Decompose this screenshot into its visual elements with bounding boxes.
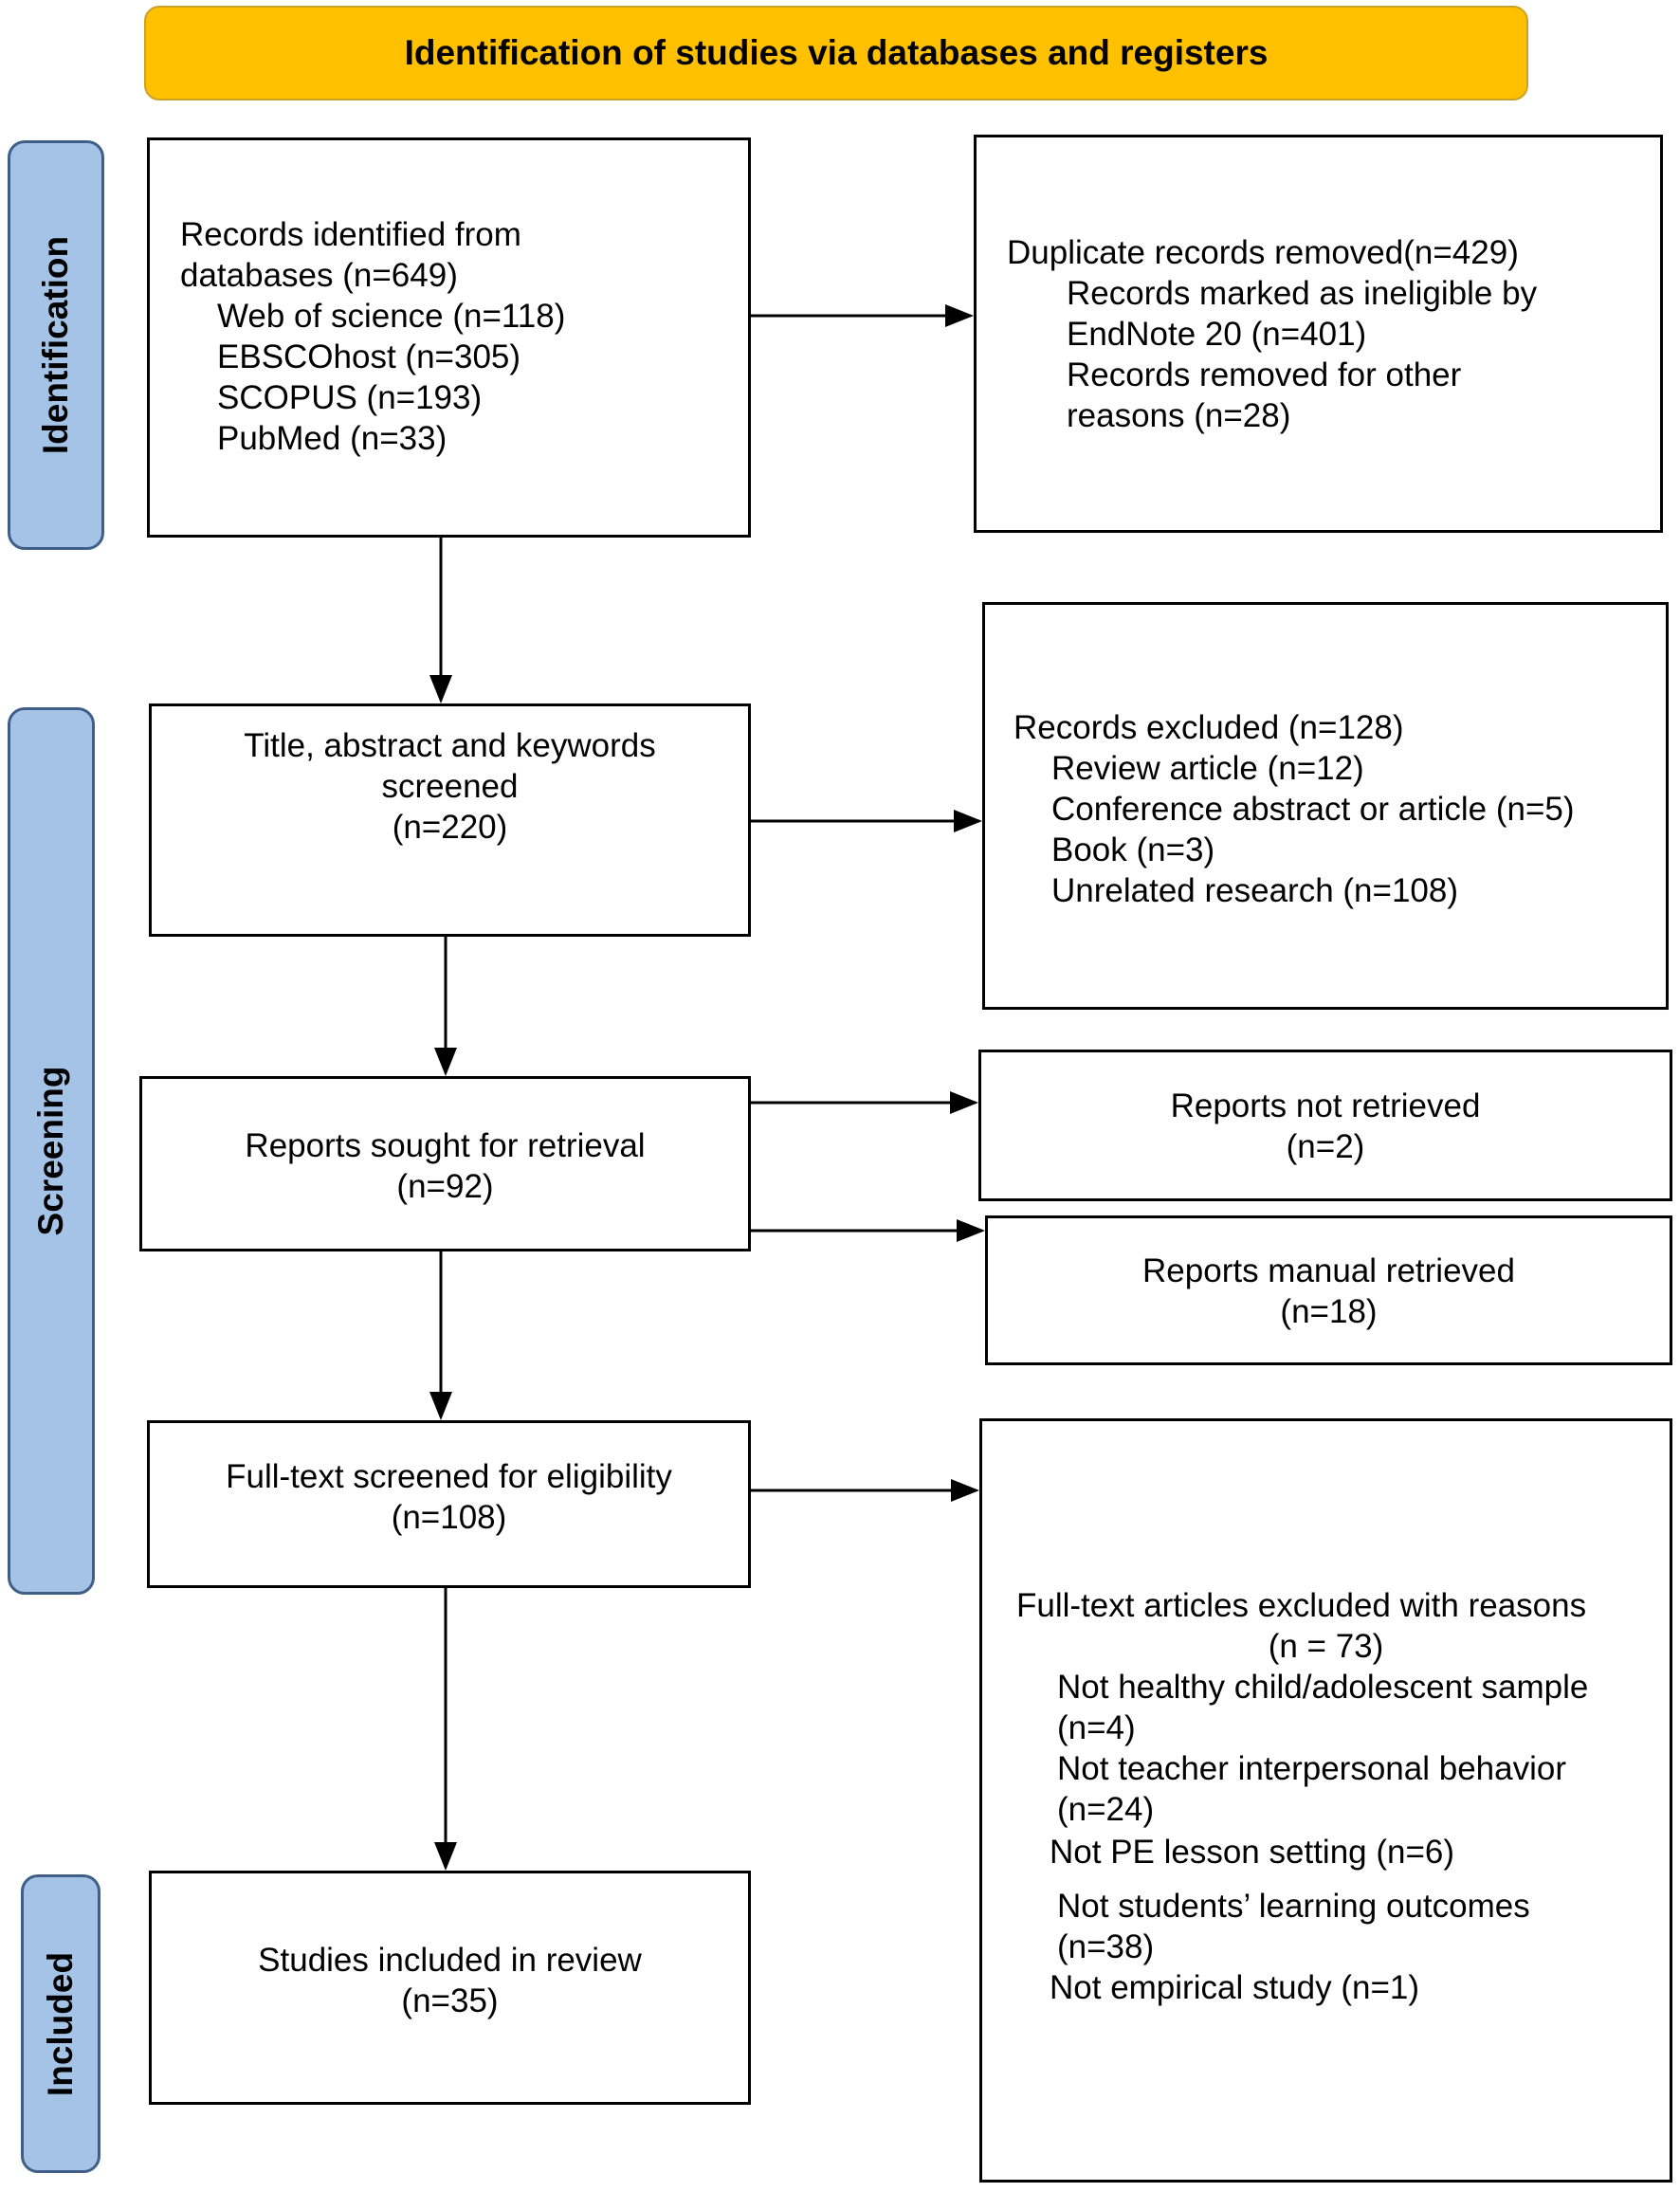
screened-count: (n=220) (392, 809, 508, 846)
fulltext-excluded-title: Full-text articles excluded with reasons (1016, 1587, 1587, 1624)
records-excluded-box: Records excluded (n=128) Review article … (982, 602, 1669, 1010)
records-excluded-item: Conference abstract or article (n=5) (1051, 791, 1575, 828)
records-identified-source: SCOPUS (n=193) (217, 379, 483, 416)
duplicates-removed-item: reasons (n=28) (1067, 397, 1291, 434)
studies-included-title: Studies included in review (258, 1942, 642, 1979)
reports-manual-retrieved-count: (n=18) (1280, 1293, 1378, 1330)
screened-box: Title, abstract and keywords screened (n… (149, 703, 751, 937)
fulltext-excluded-reason-count: (n=4) (1057, 1709, 1136, 1746)
studies-included-count: (n=35) (401, 1982, 499, 2019)
duplicates-removed-item: Records removed for other (1067, 356, 1462, 393)
identification-banner: Identification of studies via databases … (144, 6, 1528, 100)
fulltext-excluded-box: Full-text articles excluded with reasons… (979, 1418, 1672, 2183)
duplicates-removed-title: Duplicate records removed(n=429) (1007, 234, 1519, 271)
fulltext-excluded-reason: Not empirical study (n=1) (1050, 1969, 1420, 2006)
records-excluded-item: Book (n=3) (1051, 831, 1215, 868)
phase-included-label: Included (21, 1874, 100, 2173)
phase-identification-label: Identification (8, 140, 104, 550)
duplicates-removed-box: Duplicate records removed(n=429) Records… (974, 135, 1663, 533)
fulltext-excluded-reason: Not PE lesson setting (n=6) (1050, 1834, 1455, 1871)
reports-sought-count: (n=92) (396, 1168, 494, 1205)
reports-not-retrieved-count: (n=2) (1286, 1128, 1365, 1165)
fulltext-screened-title: Full-text screened for eligibility (226, 1458, 672, 1495)
reports-manual-retrieved-box: Reports manual retrieved (n=18) (985, 1215, 1672, 1365)
records-identified-source: PubMed (n=33) (217, 420, 447, 457)
duplicates-removed-item: Records marked as ineligible by (1067, 275, 1538, 312)
records-identified-source: EBSCOhost (n=305) (217, 338, 521, 375)
duplicates-removed-item: EndNote 20 (n=401) (1067, 316, 1367, 353)
fulltext-excluded-reason: Not students’ learning outcomes (1057, 1888, 1530, 1925)
screened-title: Title, abstract and keywords (244, 727, 656, 764)
studies-included-box: Studies included in review (n=35) (149, 1871, 751, 2105)
reports-not-retrieved-box: Reports not retrieved (n=2) (978, 1050, 1672, 1201)
reports-not-retrieved-title: Reports not retrieved (1170, 1087, 1481, 1124)
records-identified-title: Records identified from (180, 216, 521, 253)
fulltext-excluded-reason: Not teacher interpersonal behavior (1057, 1750, 1566, 1787)
fulltext-excluded-reason-count: (n=24) (1057, 1791, 1155, 1828)
reports-sought-box: Reports sought for retrieval (n=92) (139, 1076, 751, 1251)
screened-title-cont: screened (381, 768, 519, 805)
reports-manual-retrieved-title: Reports manual retrieved (1142, 1252, 1515, 1289)
records-excluded-title: Records excluded (n=128) (1013, 709, 1404, 746)
fulltext-excluded-reason-count: (n=38) (1057, 1928, 1155, 1965)
reports-sought-title: Reports sought for retrieval (245, 1127, 646, 1164)
records-identified-total: databases (n=649) (180, 257, 458, 294)
fulltext-screened-box: Full-text screened for eligibility (n=10… (147, 1420, 751, 1588)
records-identified-source: Web of science (n=118) (217, 298, 566, 335)
banner-title: Identification of studies via databases … (404, 33, 1269, 72)
records-excluded-item: Review article (n=12) (1051, 750, 1364, 787)
fulltext-screened-count: (n=108) (391, 1499, 507, 1536)
fulltext-excluded-count: (n = 73) (1268, 1628, 1384, 1665)
phase-screening-label: Screening (8, 707, 95, 1595)
records-identified-box: Records identified from databases (n=649… (147, 137, 751, 538)
records-excluded-item: Unrelated research (n=108) (1051, 872, 1458, 909)
fulltext-excluded-reason: Not healthy child/adolescent sample (1057, 1669, 1589, 1706)
